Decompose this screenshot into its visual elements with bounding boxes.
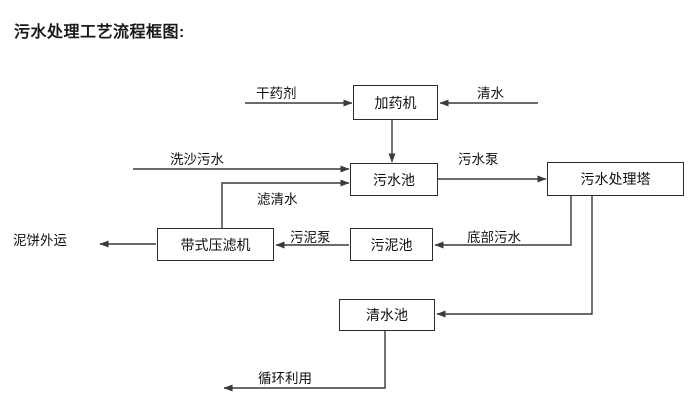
label-sand-washing-sewage: 洗沙污水	[170, 152, 224, 167]
label-bottom-sewage: 底部污水	[467, 230, 521, 245]
label-filtered-clear-water: 滤清水	[257, 192, 298, 207]
node-sludge-pool[interactable]: 污泥池	[350, 228, 433, 261]
edge-clear-pool-to-recycle	[223, 331, 386, 392]
label-recycle-reuse: 循环利用	[258, 371, 312, 386]
node-label: 污水处理塔	[580, 171, 651, 187]
edge-belt-press-to-sewage-pool-filtered	[221, 179, 350, 228]
edge-treat-tower-to-clear-pool	[436, 196, 593, 318]
label-sewage-pump: 污水泵	[458, 152, 499, 167]
page-title: 污水处理工艺流程框图:	[14, 24, 185, 41]
node-sewage-pool[interactable]: 污水池	[350, 163, 438, 196]
node-label: 清水池	[366, 307, 408, 323]
edge-treat-tower-to-sludge-pool	[434, 196, 572, 249]
node-label: 加药机	[374, 94, 417, 111]
label-sludge-pump: 污泥泵	[290, 230, 331, 245]
label-mud-cake-transport: 泥饼外运	[13, 233, 67, 248]
node-label: 污泥池	[370, 236, 413, 253]
node-clear-water-pool[interactable]: 清水池	[339, 299, 435, 331]
label-clean-water: 清水	[477, 86, 504, 101]
node-dosing-machine[interactable]: 加药机	[353, 85, 438, 120]
node-label: 污水池	[373, 171, 415, 188]
node-treatment-tower[interactable]: 污水处理塔	[547, 162, 684, 196]
node-belt-filter-press[interactable]: 带式压滤机	[157, 228, 274, 261]
node-label: 带式压滤机	[180, 236, 251, 253]
label-dry-agent: 干药剂	[256, 86, 297, 101]
